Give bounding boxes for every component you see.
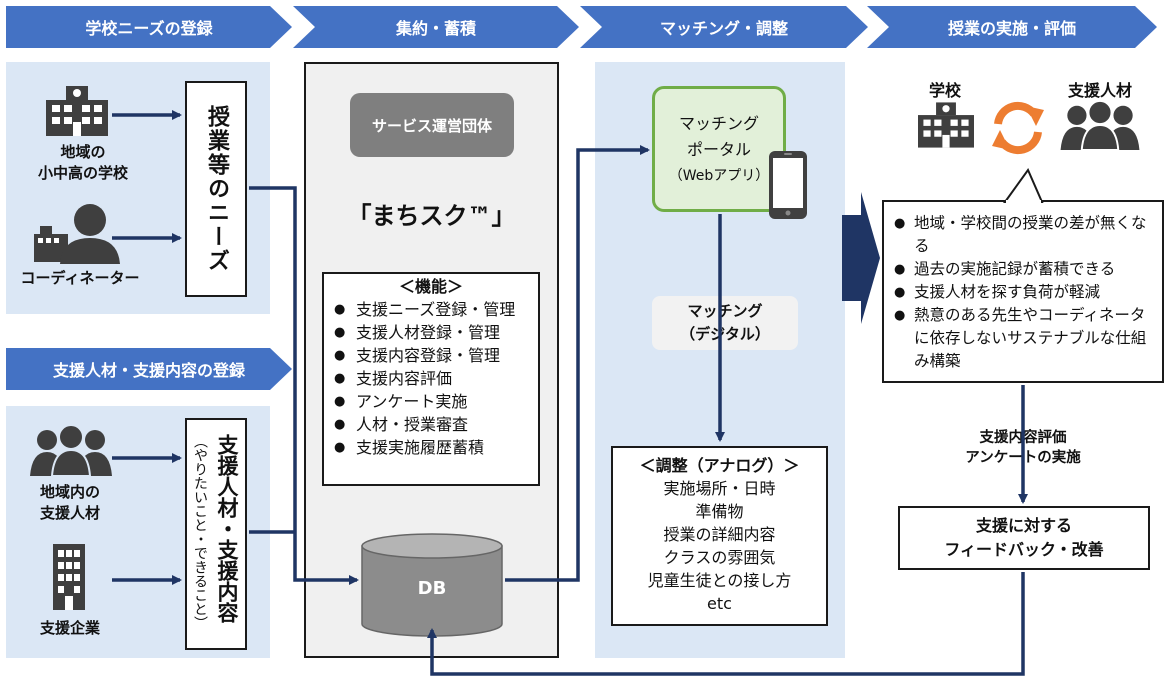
people-icon <box>30 424 112 476</box>
support-content-main: 支援人材・支援内容 <box>215 434 239 623</box>
header-support-registration-label: 支援人材・支援内容の登録 <box>52 361 245 380</box>
portal-line2: ポータル <box>686 140 751 159</box>
adjust-item: クラスの雰囲気 <box>663 548 776 567</box>
adjust-item: 児童生徒との接し方 <box>647 571 792 590</box>
analog-adjust-box: ＜調整（アナログ）＞ 実施場所・日時 準備物 授業の詳細内容 クラスの雰囲気 児… <box>611 446 828 626</box>
right-school-icon <box>918 100 974 150</box>
header-step-implementation-label: 授業の実施・評価 <box>947 19 1076 38</box>
coordinator-icon <box>34 200 120 264</box>
features-title: ＜機能＞ <box>398 277 463 296</box>
adjust-item: 準備物 <box>695 502 744 521</box>
evaluation-line1: 支援内容評価 <box>979 430 1067 446</box>
adjust-item: etc <box>707 594 732 613</box>
portal-line3: （Webアプリ） <box>668 168 770 184</box>
exchange-cycle-icon <box>990 100 1046 156</box>
feature-item: アンケート実施 <box>332 390 538 413</box>
header-step-aggregation-label: 集約・蓄積 <box>395 19 476 38</box>
benefit-item: 支援人材を探す負荷が軽減 <box>892 281 1156 304</box>
header-step-needs-registration-label: 学校ニーズの登録 <box>85 19 213 38</box>
adjust-item: 実施場所・日時 <box>663 479 776 498</box>
digital-line1: マッチング <box>687 302 763 320</box>
feedback-line1: 支援に対する <box>975 516 1072 535</box>
service-name: 「まちスク™」 <box>347 202 516 230</box>
header-step-matching-label: マッチング・調整 <box>659 19 788 38</box>
coordinator-label: コーディネーター <box>20 269 140 287</box>
service-operator-label: サービス運営団体 <box>371 116 492 135</box>
feedback-box: 支援に対する フィードバック・改善 <box>898 506 1150 570</box>
needs-box-label: 授業等のニーズ <box>204 105 229 273</box>
company-label: 支援企業 <box>39 619 100 637</box>
db-label: DB <box>417 578 447 599</box>
support-content-box: 支援人材・支援内容 （やりたいこと・できること） <box>185 418 247 650</box>
features-box: ＜機能＞ 支援ニーズ登録・管理 支援人材登録・管理 支援内容登録・管理 支援内容… <box>322 272 540 486</box>
header-support-registration: 支援人材・支援内容の登録 <box>6 348 292 390</box>
feature-item: 人材・授業審査 <box>332 413 538 436</box>
speech-bubble-pointer <box>1003 167 1044 203</box>
right-school-label: 学校 <box>928 81 961 100</box>
big-arrow-to-implementation <box>842 192 880 324</box>
adjust-title: ＜調整（アナログ）＞ <box>639 456 800 475</box>
right-people-label: 支援人材 <box>1067 81 1132 100</box>
right-people-icon <box>1060 100 1140 150</box>
company-building-icon <box>50 544 88 610</box>
evaluation-line2: アンケートの実施 <box>965 450 1081 466</box>
school-label: 地域の 小中高の学校 <box>37 143 128 182</box>
support-content-sub: （やりたいこと・できること） <box>192 434 208 630</box>
feature-item: 支援人材登録・管理 <box>332 321 538 344</box>
header-step-matching: マッチング・調整 <box>580 6 868 48</box>
feature-item: 支援ニーズ登録・管理 <box>332 298 538 321</box>
benefit-item: 過去の実施記録が蓄積できる <box>892 258 1156 281</box>
adjust-item: 授業の詳細内容 <box>663 525 776 544</box>
features-list: 支援ニーズ登録・管理 支援人材登録・管理 支援内容登録・管理 支援内容評価 アン… <box>332 298 538 459</box>
benefit-item: 地域・学校間の授業の差が無くなる <box>892 212 1156 258</box>
benefit-item: 熱意のある先生やコーディネータに依存しないサステナブルな仕組み構築 <box>892 304 1156 373</box>
smartphone-icon <box>768 150 808 220</box>
header-step-aggregation: 集約・蓄積 <box>293 6 579 48</box>
digital-matching-label: マッチング （デジタル） <box>652 296 798 350</box>
local-people-label: 地域内の 支援人材 <box>39 483 100 522</box>
evaluation-label: 支援内容評価 アンケートの実施 <box>940 428 1106 468</box>
matching-portal-box: マッチング ポータル （Webアプリ） <box>652 86 786 212</box>
digital-line2: （デジタル） <box>680 325 770 343</box>
header-step-implementation: 授業の実施・評価 <box>867 6 1157 48</box>
header-step-needs-registration: 学校ニーズの登録 <box>6 6 292 48</box>
service-operator-badge: サービス運営団体 <box>350 93 514 157</box>
feature-item: 支援内容評価 <box>332 367 538 390</box>
school-building-icon <box>46 86 108 136</box>
benefits-box: 地域・学校間の授業の差が無くなる 過去の実施記録が蓄積できる 支援人材を探す負荷… <box>882 200 1164 383</box>
feature-item: 支援内容登録・管理 <box>332 344 538 367</box>
needs-box: 授業等のニーズ <box>185 81 247 297</box>
feature-item: 支援実施履歴蓄積 <box>332 436 538 459</box>
portal-line1: マッチング <box>678 114 759 133</box>
benefits-list: 地域・学校間の授業の差が無くなる 過去の実施記録が蓄積できる 支援人材を探す負荷… <box>892 212 1156 373</box>
feedback-line2: フィードバック・改善 <box>944 540 1104 559</box>
